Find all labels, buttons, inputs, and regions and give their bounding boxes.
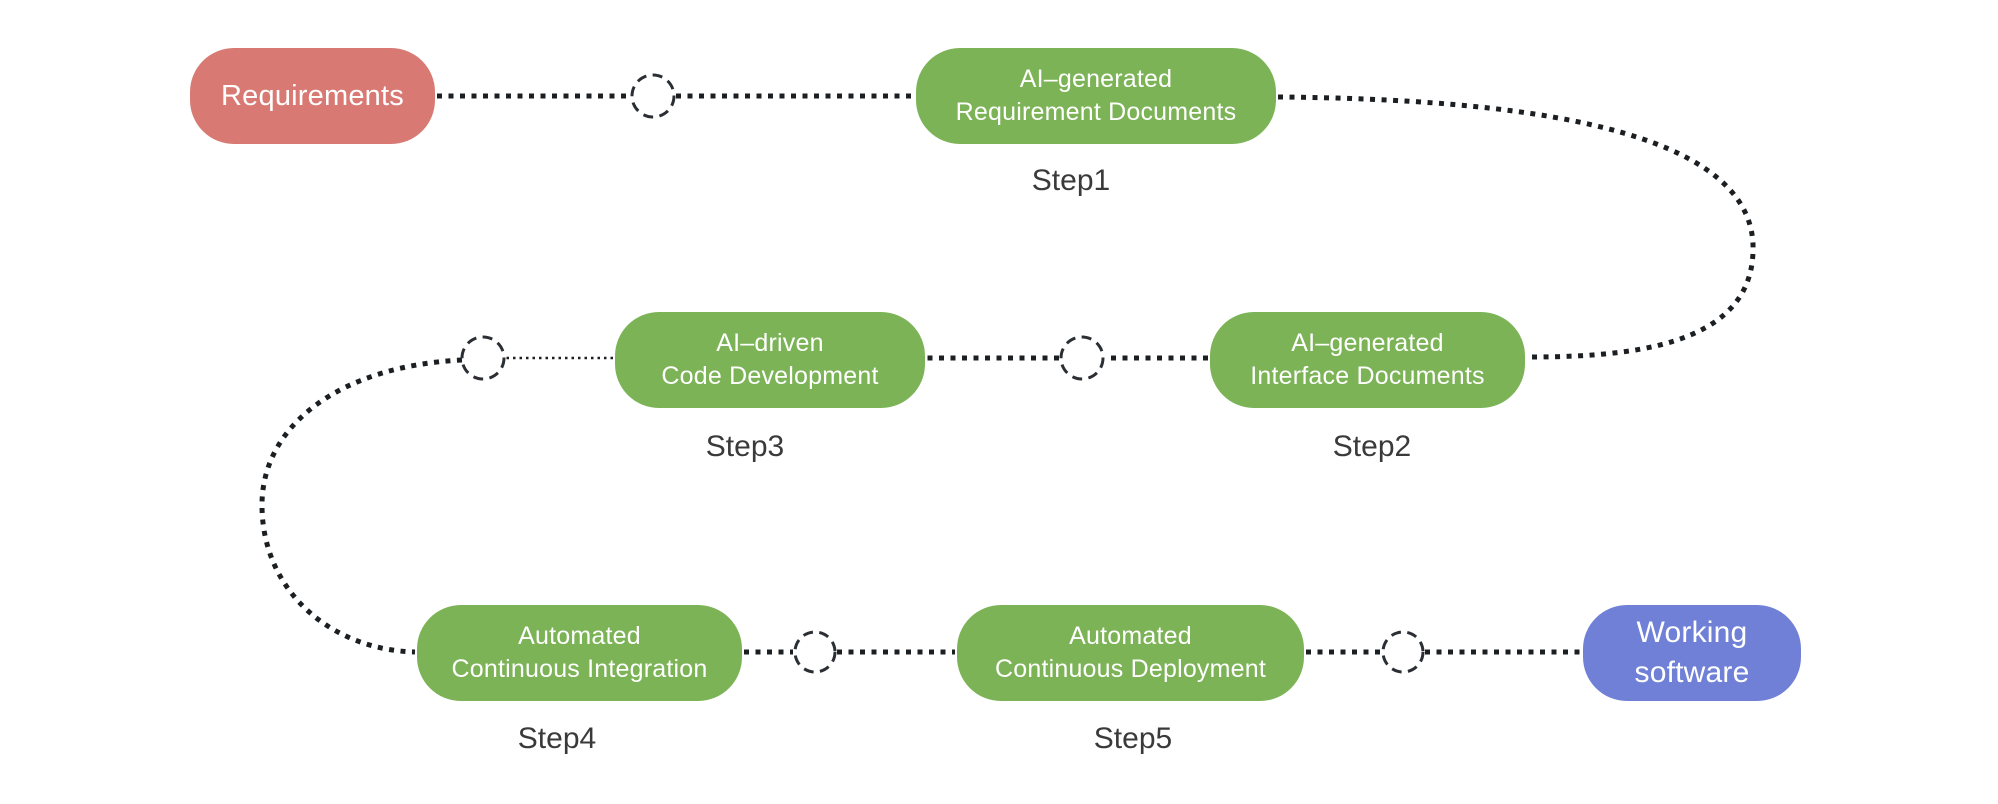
node-interface-docs-line1: AI–generated <box>1291 329 1444 357</box>
dashed-circle-icon-2 <box>1059 335 1105 381</box>
node-req-docs-line2: Requirement Documents <box>955 98 1237 126</box>
dotted-curve-left <box>259 357 463 655</box>
node-cd-line2: Continuous Deployment <box>994 655 1267 683</box>
node-ai-generated-interface-documents: AI–generated Interface Documents <box>1210 312 1525 408</box>
step1-label: Step1 <box>1031 164 1111 197</box>
node-interface-docs-line2: Interface Documents <box>1250 362 1485 390</box>
node-working-line1: Working <box>1636 616 1748 649</box>
node-ci-line2: Continuous Integration <box>451 655 708 683</box>
node-working-software: Working software <box>1583 605 1801 701</box>
node-requirements: Requirements <box>190 48 435 144</box>
node-ci-line1: Automated <box>518 622 641 650</box>
dashed-circle-icon-4 <box>793 630 837 674</box>
node-req-docs-line1: AI–generated <box>1019 65 1173 93</box>
node-code-dev-line2: Code Development <box>661 362 879 390</box>
node-working-line2: software <box>1634 656 1750 689</box>
dashed-circle-icon-1 <box>630 73 676 119</box>
node-ai-driven-code-development: AI–driven Code Development <box>615 312 925 408</box>
dashed-circle-icon-3 <box>460 335 506 381</box>
step3-label: Step3 <box>705 430 785 463</box>
node-ai-generated-requirement-documents: AI–generated Requirement Documents <box>916 48 1276 144</box>
node-requirements-label: Requirements <box>221 80 404 112</box>
node-code-dev-line1: AI–driven <box>716 329 824 357</box>
step4-label: Step4 <box>517 722 597 755</box>
dashed-circle-icon-5 <box>1381 630 1425 674</box>
node-automated-continuous-integration: Automated Continuous Integration <box>417 605 742 701</box>
step5-label: Step5 <box>1093 722 1173 755</box>
step2-label: Step2 <box>1332 430 1412 463</box>
node-automated-continuous-deployment: Automated Continuous Deployment <box>957 605 1304 701</box>
node-cd-line1: Automated <box>1069 622 1192 650</box>
